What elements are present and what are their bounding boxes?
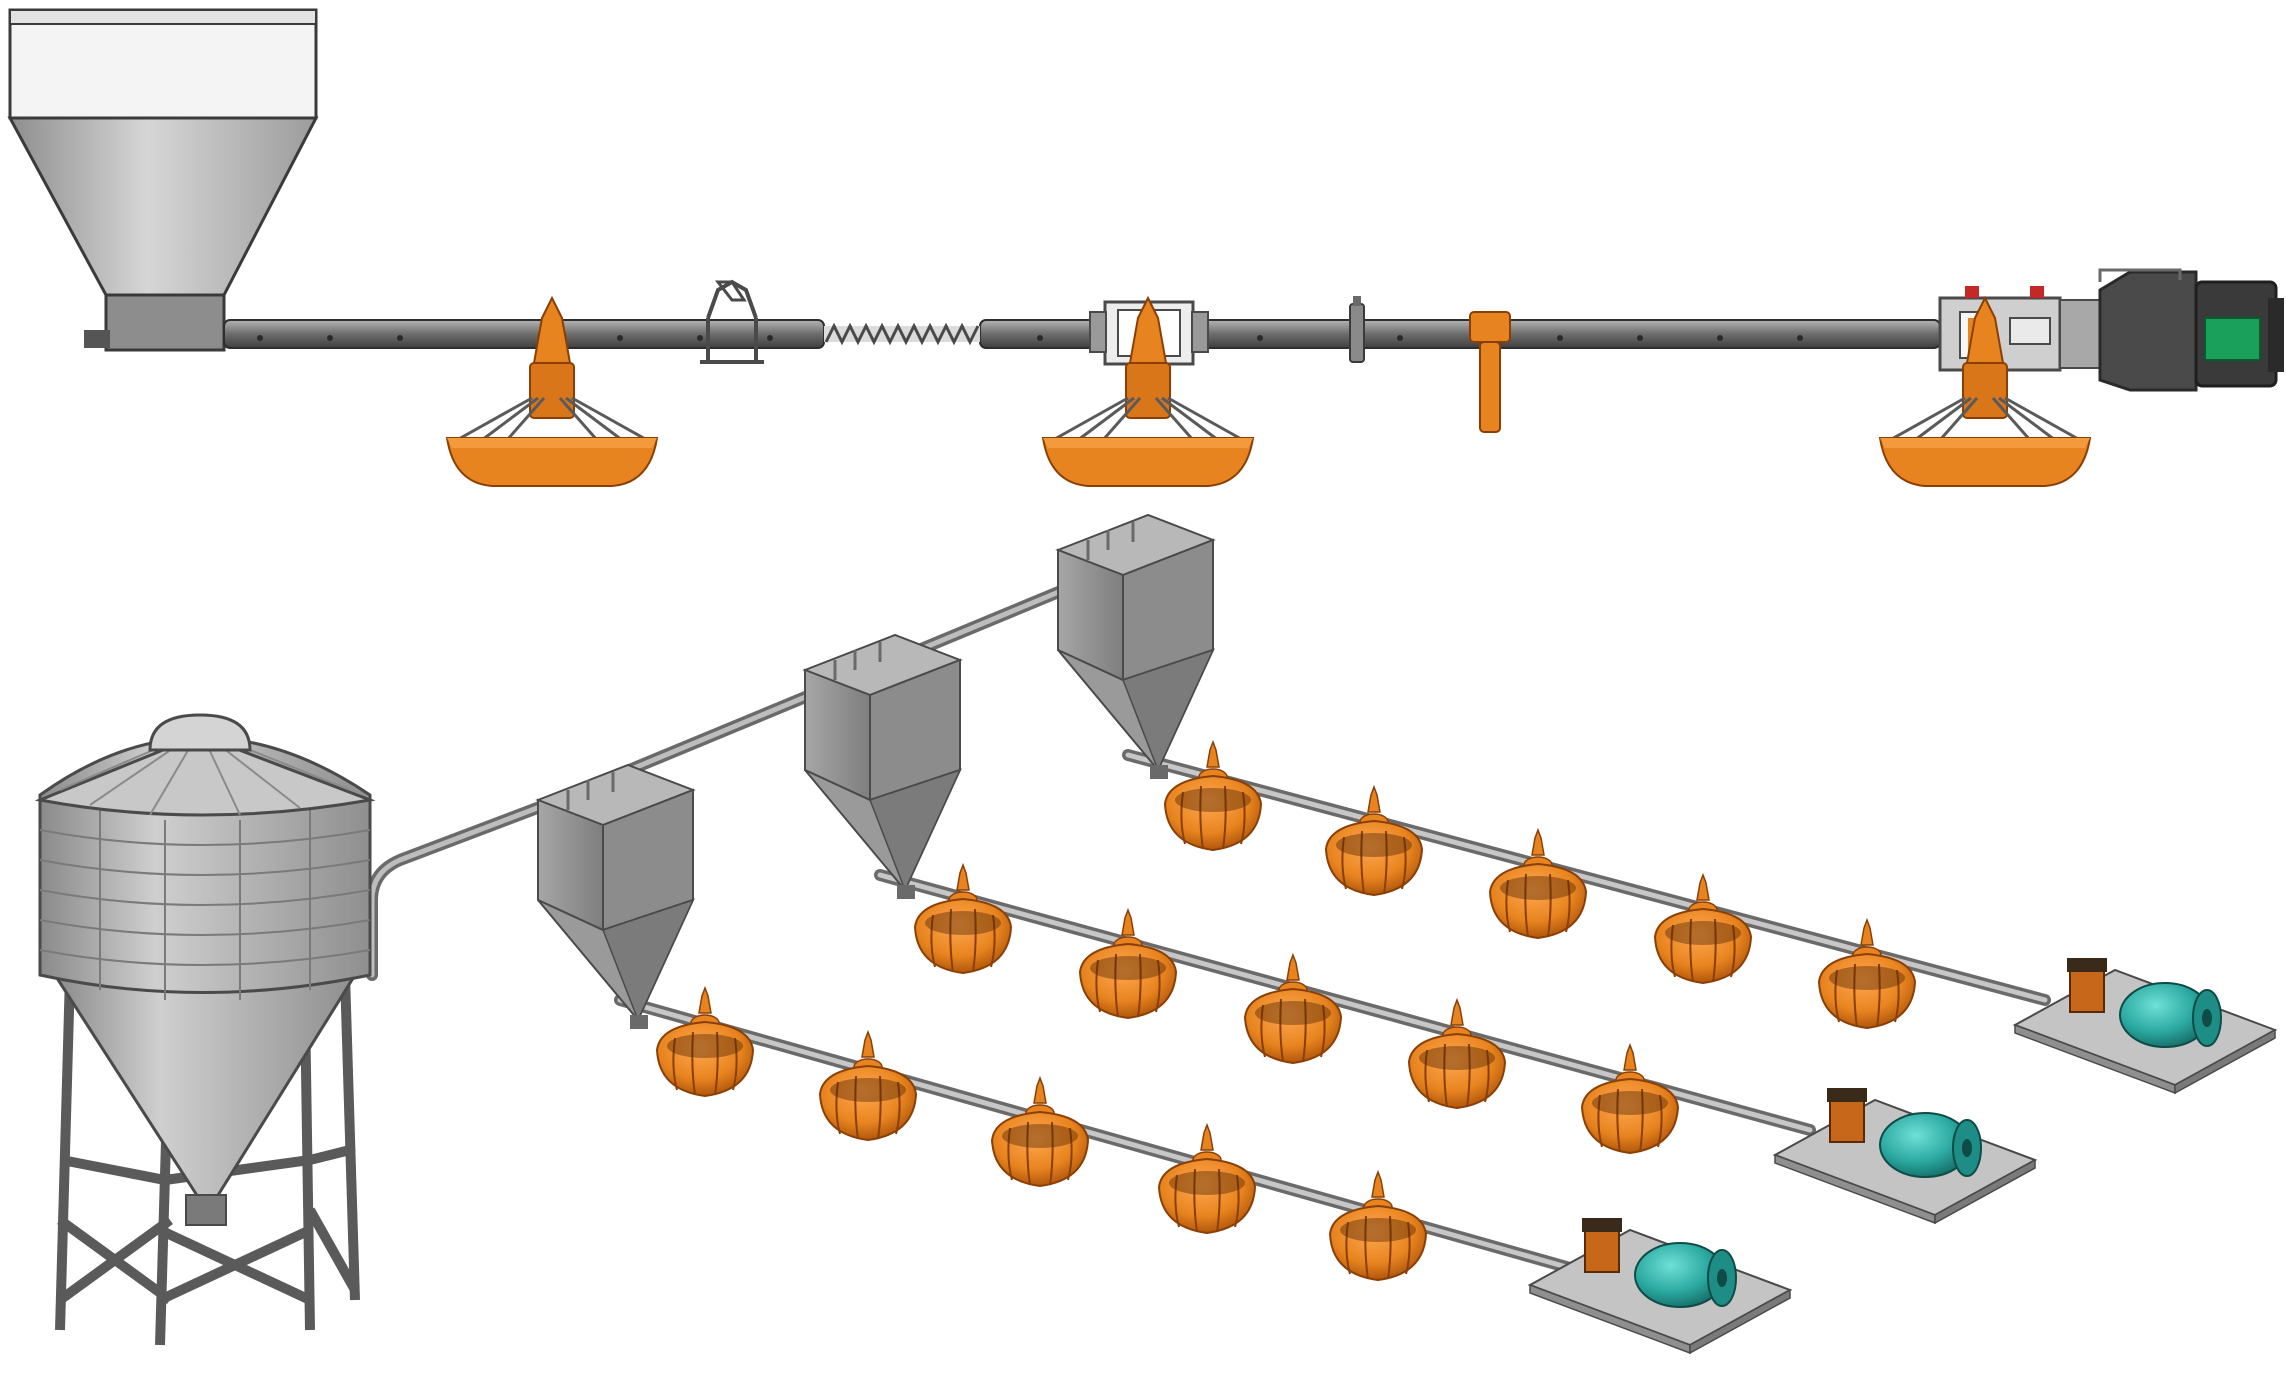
silo-icon: [34, 713, 376, 1346]
bottom-feeding-system: [34, 513, 2276, 1354]
feed-line-icon: [366, 546, 1161, 981]
drive-motor-icon: [2014, 957, 2276, 1094]
hopper-icon: [803, 633, 962, 901]
pan-feeder-icon: [1244, 954, 1342, 1064]
pipe-clamp-icon: [1349, 296, 1365, 363]
pan-feeder-icon: [1654, 874, 1752, 984]
top-feeding-line: [7, 8, 2284, 488]
pan-feeder-icon: [914, 864, 1012, 974]
pan-feeder-icon: [1325, 786, 1423, 896]
spiral-auger-icon: [824, 322, 980, 346]
feed-line-icon: [369, 549, 1158, 978]
pan-feeder-icon: [1329, 1171, 1427, 1281]
pan-feeder-icon: [1489, 829, 1587, 939]
pan-feeder-icon: [1158, 1124, 1256, 1234]
pan-feeder-icon: [819, 1031, 917, 1141]
pan-feeder-icon: [1408, 999, 1506, 1109]
pan-feeder-icon: [991, 1077, 1089, 1187]
hanger-bracket-icon: [700, 279, 764, 364]
pan-feeder-icon: [1079, 909, 1177, 1019]
drive-motor-icon: [1529, 1217, 1791, 1354]
pan-feeder-icon: [1581, 1044, 1679, 1154]
auger-tube-icon: [223, 319, 1941, 349]
pan-feeder-icon: [1818, 919, 1916, 1029]
drive-motor-icon: [1774, 1087, 2036, 1224]
drop-tube-icon: [1469, 311, 1511, 433]
hopper-icon: [536, 763, 695, 1031]
hopper-icon: [1056, 513, 1215, 781]
pan-feeder-icon: [656, 987, 754, 1097]
pan-feeder-icon: [1164, 741, 1262, 851]
hopper-icon: [7, 8, 319, 352]
